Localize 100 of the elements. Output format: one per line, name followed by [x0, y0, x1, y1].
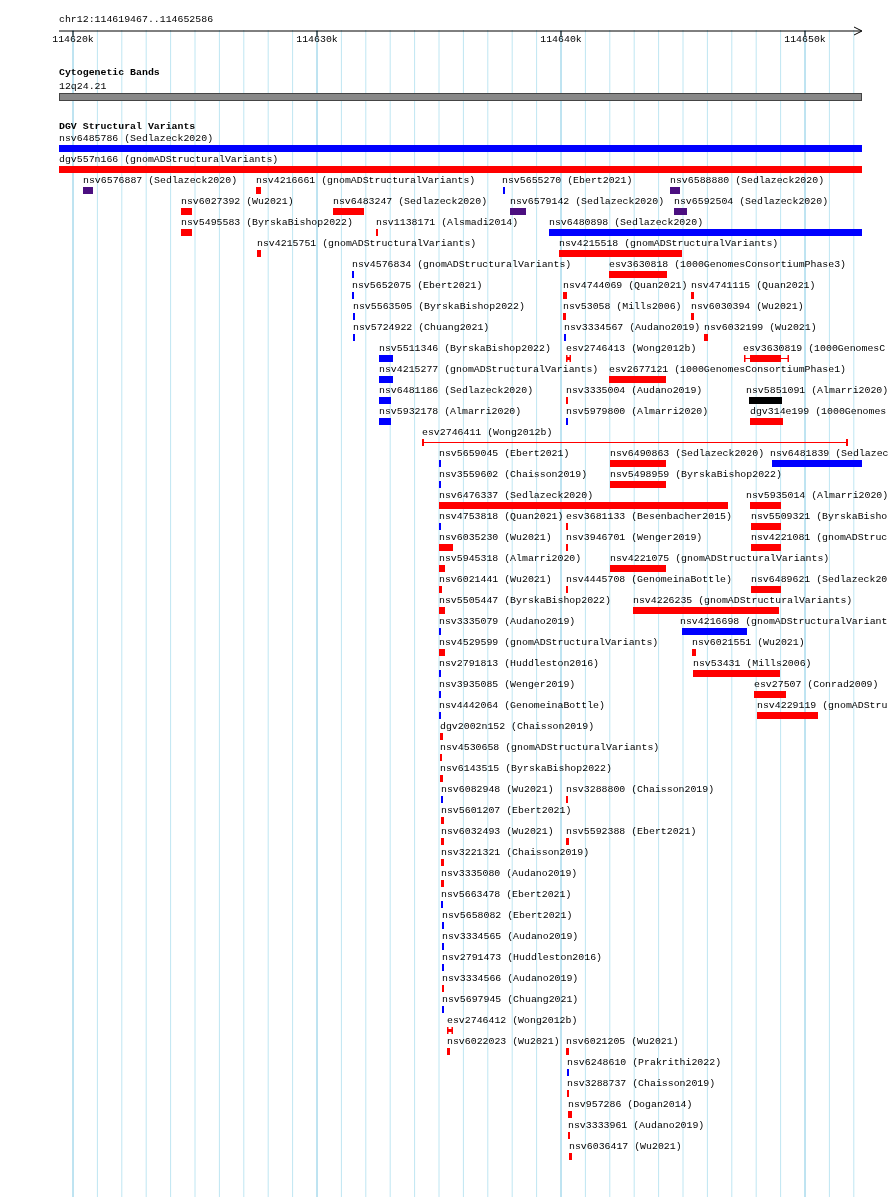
variant-label: nsv5697945 (Chuang2021) [442, 994, 579, 1006]
variant-label: nsv53058 (Mills2006) [563, 301, 682, 313]
variant-label: nsv5505447 (ByrskaBishop2022) [439, 595, 611, 607]
variant-label: nsv6579142 (Sedlazeck2020) [510, 196, 665, 208]
variant-label: esv3630818 (1000GenomesConsortiumPhase3) [609, 259, 847, 271]
variant-label: nsv3935085 (Wenger2019) [439, 679, 576, 691]
variant-label: nsv5851091 (Almarri2020) [746, 385, 889, 397]
variant-label: nsv5509321 (ByrskaBisho [751, 511, 888, 523]
variant-label: nsv4741115 (Quan2021) [691, 280, 816, 292]
variant-label: nsv4215518 (gnomADStructuralVariants) [559, 238, 779, 250]
variant-label: nsv4529599 (gnomADStructuralVariants) [439, 637, 659, 649]
variant-label: nsv3334566 (Audano2019) [442, 973, 579, 985]
variant-label: nsv5655270 (Ebert2021) [502, 175, 633, 187]
variant-label: nsv4221081 (gnomADStruc [751, 532, 888, 544]
variant-label: nsv6480898 (Sedlazeck2020) [549, 217, 704, 229]
variant-label: nsv6592504 (Sedlazeck2020) [674, 196, 829, 208]
variant-label: nsv4744069 (Quan2021) [563, 280, 688, 292]
variant-label: nsv6022023 (Wu2021) [447, 1036, 560, 1048]
variant-label: nsv6481839 (Sedlazec [770, 448, 889, 460]
variant-label: nsv5563505 (ByrskaBishop2022) [353, 301, 525, 313]
variant-label: nsv3335004 (Audano2019) [566, 385, 703, 397]
variant-label: esv2746413 (Wong2012b) [566, 343, 697, 355]
variant-label: nsv957286 (Dogan2014) [568, 1099, 693, 1111]
variant-label: nsv2791813 (Huddleston2016) [439, 658, 599, 670]
variant-label: nsv3221321 (Chaisson2019) [441, 847, 590, 859]
variant-label: nsv6481186 (Sedlazeck2020) [379, 385, 534, 397]
variant-label: nsv4445708 (GenomeinaBottle) [566, 574, 732, 586]
variant-label: nsv5945318 (Almarri2020) [439, 553, 582, 565]
variant-label: esv3681133 (Besenbacher2015) [566, 511, 732, 523]
variant-label: nsv6476337 (Sedlazeck2020) [439, 490, 594, 502]
variant-label: nsv3288737 (Chaisson2019) [567, 1078, 716, 1090]
variant-label: nsv3288800 (Chaisson2019) [566, 784, 715, 796]
variant-label: nsv4226235 (gnomADStructuralVariants) [633, 595, 853, 607]
axis-tick-label: 114640k [540, 34, 582, 46]
variant-label: nsv5511346 (ByrskaBishop2022) [379, 343, 551, 355]
variant-label: nsv3333961 (Audano2019) [568, 1120, 705, 1132]
variant-label: nsv6027392 (Wu2021) [181, 196, 294, 208]
variant-label: nsv4216661 (gnomADStructuralVariants) [256, 175, 476, 187]
location-label: chr12:114619467..114652586 [59, 14, 214, 26]
variant-label: nsv5663478 (Ebert2021) [441, 889, 572, 901]
variant-label: nsv6036417 (Wu2021) [569, 1141, 682, 1153]
variant-label: nsv4229119 (gnomADStru [757, 700, 888, 712]
axis-tick-label: 114630k [296, 34, 338, 46]
variant-label: nsv6035230 (Wu2021) [439, 532, 552, 544]
variant-label: dgv314e199 (1000Genomes [750, 406, 887, 418]
variant-label: nsv6576887 (Sedlazeck2020) [83, 175, 238, 187]
variant-label: nsv4753818 (Quan2021) [439, 511, 564, 523]
variant-label: nsv3335080 (Audano2019) [441, 868, 578, 880]
variant-label: nsv6030394 (Wu2021) [691, 301, 804, 313]
variant-label: nsv4576834 (gnomADStructuralVariants) [352, 259, 572, 271]
track-title: Cytogenetic Bands [59, 67, 160, 79]
variant-label: nsv5979800 (Almarri2020) [566, 406, 709, 418]
variant-label: nsv4215277 (gnomADStructuralVariants) [379, 364, 599, 376]
variant-label: nsv6489621 (Sedlazeck20 [751, 574, 888, 586]
variant-label: nsv53431 (Mills2006) [693, 658, 812, 670]
variant-label: nsv4215751 (gnomADStructuralVariants) [257, 238, 477, 250]
variant-label: nsv4442064 (GenomeinaBottle) [439, 700, 605, 712]
variant-label: nsv4530658 (gnomADStructuralVariants) [440, 742, 660, 754]
variant-label: esv3630819 (1000GenomesC [743, 343, 886, 355]
variant-label: nsv5658082 (Ebert2021) [442, 910, 573, 922]
variant-label: nsv6021551 (Wu2021) [692, 637, 805, 649]
variant-label: nsv5601207 (Ebert2021) [441, 805, 572, 817]
variant-label: nsv6483247 (Sedlazeck2020) [333, 196, 488, 208]
variant-label: dgv2002n152 (Chaisson2019) [440, 721, 595, 733]
axis-tick-label: 114620k [52, 34, 94, 46]
variant-label: nsv6490863 (Sedlazeck2020) [610, 448, 765, 460]
variant-label: nsv5498959 (ByrskaBishop2022) [610, 469, 782, 481]
variant-label: esv2746412 (Wong2012b) [447, 1015, 578, 1027]
variant-label: nsv5932178 (Almarri2020) [379, 406, 522, 418]
variant-label: nsv5659045 (Ebert2021) [439, 448, 570, 460]
track-title: DGV Structural Variants [59, 121, 196, 133]
variant-label: nsv2791473 (Huddleston2016) [442, 952, 602, 964]
variant-label: nsv4221075 (gnomADStructuralVariants) [610, 553, 830, 565]
variant-label: nsv6021441 (Wu2021) [439, 574, 552, 586]
variant-label: nsv5652075 (Ebert2021) [352, 280, 483, 292]
variant-label: nsv4216698 (gnomADStructuralVariant [680, 616, 888, 628]
variant-label: nsv6021205 (Wu2021) [566, 1036, 679, 1048]
variant-label: esv2677121 (1000GenomesConsortiumPhase1) [609, 364, 847, 376]
variant-label: nsv3335079 (Audano2019) [439, 616, 576, 628]
variant-label: nsv6485786 (Sedlazeck2020) [59, 133, 214, 145]
band-label: 12q24.21 [59, 81, 107, 93]
variant-label: nsv6082948 (Wu2021) [441, 784, 554, 796]
variant-label: nsv3334567 (Audano2019) [564, 322, 701, 334]
variant-label: nsv6032199 (Wu2021) [704, 322, 817, 334]
variant-label: nsv6248610 (Prakrithi2022) [567, 1057, 722, 1069]
variant-label: nsv5592388 (Ebert2021) [566, 826, 697, 838]
variant-label: nsv6143515 (ByrskaBishop2022) [440, 763, 612, 775]
variant-label: nsv5935014 (Almarri2020) [746, 490, 889, 502]
variant-label: nsv1138171 (Alsmadi2014) [376, 217, 519, 229]
variant-label: nsv3334565 (Audano2019) [442, 931, 579, 943]
axis-tick-label: 114650k [784, 34, 826, 46]
variant-label: nsv3946701 (Wenger2019) [566, 532, 703, 544]
variant-label: dgv557n166 (gnomADStructuralVariants) [59, 154, 279, 166]
variant-label: nsv5495583 (ByrskaBishop2022) [181, 217, 353, 229]
variant-label: nsv5724922 (Chuang2021) [353, 322, 490, 334]
variant-label: nsv6588880 (Sedlazeck2020) [670, 175, 825, 187]
variant-label: nsv6032493 (Wu2021) [441, 826, 554, 838]
variant-label: nsv3559602 (Chaisson2019) [439, 469, 588, 481]
variant-label: esv2746411 (Wong2012b) [422, 427, 553, 439]
variant-label: esv27507 (Conrad2009) [754, 679, 879, 691]
